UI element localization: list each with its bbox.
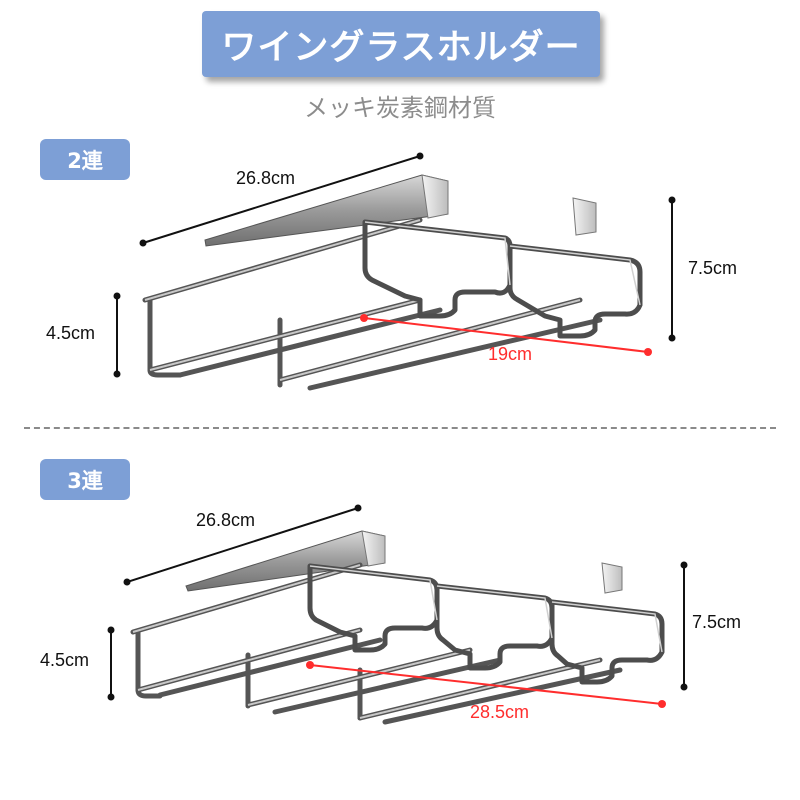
badge-3-row: 3連 [40,459,130,500]
dim-end [107,693,115,701]
dim-label-length: 26.8cm [236,168,296,188]
dim-line-length [126,507,359,583]
dim-label-height: 7.5cm [692,612,742,632]
mounting-plate-end [572,197,597,236]
dim-end [306,661,314,669]
dim-end [360,314,368,322]
badge-2-row: 2連 [40,139,130,180]
hanger-loops-highlight [309,565,663,653]
hanger-loops [307,563,665,685]
dim-end [113,370,121,378]
mounting-plate-front [421,174,449,219]
material-subtitle: メッキ炭素鋼材質 [304,94,496,122]
mounting-plate [185,530,386,592]
dim-end [123,578,131,586]
dim-label-width: 28.5cm [470,702,530,722]
dim-end [658,700,666,708]
dim-label-height: 7.5cm [688,258,738,278]
dim-label-length: 26.8cm [196,510,256,530]
dim-end [139,239,147,247]
mounting-plate-front [361,530,386,567]
section-divider [24,427,776,429]
rack-3-row [107,504,688,725]
dim-end [113,292,121,300]
rails-highlight [144,219,581,381]
product-title: ワイングラスホルダー [221,27,581,68]
hanger-loops-highlight [364,221,641,306]
dim-end [680,683,688,691]
dim-line-width [363,317,649,353]
dim-end [680,561,688,569]
dim-end [668,334,676,342]
dim-end [416,152,424,160]
dim-line-length [142,155,421,244]
rack-2-row [113,152,676,391]
mounting-plate-end [601,562,623,594]
dim-line-width [309,664,663,705]
product-title-banner: ワイングラスホルダー [202,11,600,77]
hanger-loops [362,219,643,339]
dim-end [107,626,115,634]
badge-2-row-label: 2連 [67,148,103,173]
badge-3-row-label: 3連 [67,468,103,493]
dim-end [668,196,676,204]
dim-label-hook: 4.5cm [40,650,90,670]
dim-label-width: 19cm [488,344,533,364]
dim-label-hook: 4.5cm [46,323,96,343]
dim-end [354,504,362,512]
dim-end [644,348,652,356]
rails-highlight [132,564,601,719]
